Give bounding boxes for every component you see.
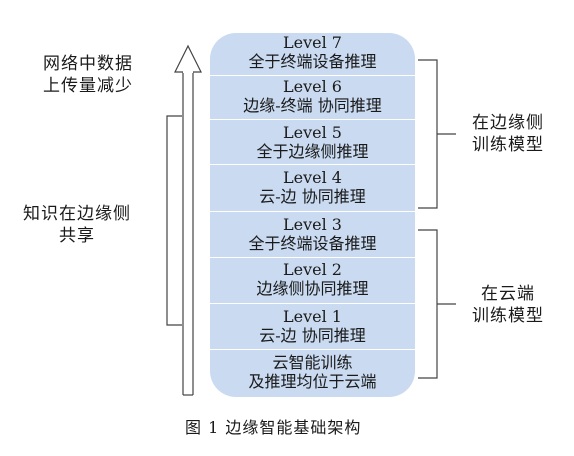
figure-caption: 图 1 边缘智能基础架构 bbox=[185, 418, 362, 437]
level-3-block: Level 3 全于终端设备推理 bbox=[210, 215, 415, 253]
separator bbox=[210, 349, 415, 350]
upward-arrow bbox=[174, 44, 202, 396]
level-7-desc: 全于终端设备推理 bbox=[248, 52, 377, 71]
data-upload-reduced-label: 网络中数据 上传量减少 bbox=[28, 53, 148, 97]
knowledge-shared-line2: 共享 bbox=[59, 226, 95, 246]
cloud-training-label: 在云端 训练模型 bbox=[458, 283, 558, 327]
data-upload-reduced-line1: 网络中数据 bbox=[43, 54, 133, 74]
level-5-title: Level 5 bbox=[283, 123, 342, 142]
level-3-desc: 全于终端设备推理 bbox=[248, 234, 377, 253]
level-5-block: Level 5 全于边缘侧推理 bbox=[210, 123, 415, 161]
right-bracket-edge bbox=[418, 59, 438, 209]
separator bbox=[210, 257, 415, 258]
cloud-only-line2: 及推理均位于云端 bbox=[248, 372, 377, 391]
cloud-training-line2: 训练模型 bbox=[472, 306, 544, 326]
level-2-block: Level 2 边缘侧协同推理 bbox=[210, 260, 415, 298]
level-2-title: Level 2 bbox=[283, 260, 342, 279]
level-4-title: Level 4 bbox=[283, 168, 342, 187]
cloud-only-line1: 云智能训练 bbox=[272, 353, 353, 372]
level-1-desc: 云-边 协同推理 bbox=[259, 326, 366, 345]
edge-training-line2: 训练模型 bbox=[472, 135, 544, 155]
level-2-desc: 边缘侧协同推理 bbox=[256, 279, 369, 298]
separator bbox=[210, 119, 415, 120]
cloud-only-block: 云智能训练 及推理均位于云端 bbox=[210, 353, 415, 391]
level-6-title: Level 6 bbox=[283, 77, 342, 96]
level-7-title: Level 7 bbox=[283, 33, 342, 52]
left-bracket bbox=[166, 115, 182, 326]
right-bracket-cloud bbox=[418, 229, 438, 379]
level-6-block: Level 6 边缘-终端 协同推理 bbox=[210, 77, 415, 115]
separator bbox=[210, 164, 415, 165]
data-upload-reduced-line2: 上传量减少 bbox=[43, 76, 133, 96]
edge-training-line1: 在边缘侧 bbox=[472, 113, 544, 133]
knowledge-shared-edge-label: 知识在边缘侧 共享 bbox=[14, 203, 140, 247]
edge-training-label: 在边缘侧 训练模型 bbox=[458, 112, 558, 156]
level-7-block: Level 7 全于终端设备推理 bbox=[210, 33, 415, 71]
cloud-training-line1: 在云端 bbox=[481, 284, 535, 304]
level-3-title: Level 3 bbox=[283, 215, 342, 234]
level-5-desc: 全于边缘侧推理 bbox=[256, 142, 369, 161]
separator bbox=[210, 75, 415, 76]
level-4-desc: 云-边 协同推理 bbox=[259, 187, 366, 206]
separator bbox=[210, 211, 415, 212]
separator bbox=[210, 303, 415, 304]
knowledge-shared-line1: 知识在边缘侧 bbox=[23, 204, 131, 224]
level-4-block: Level 4 云-边 协同推理 bbox=[210, 168, 415, 206]
level-1-title: Level 1 bbox=[283, 307, 342, 326]
level-6-desc: 边缘-终端 协同推理 bbox=[243, 96, 382, 115]
levels-panel: Level 7 全于终端设备推理 Level 6 边缘-终端 协同推理 Leve… bbox=[210, 33, 415, 397]
level-1-block: Level 1 云-边 协同推理 bbox=[210, 307, 415, 345]
